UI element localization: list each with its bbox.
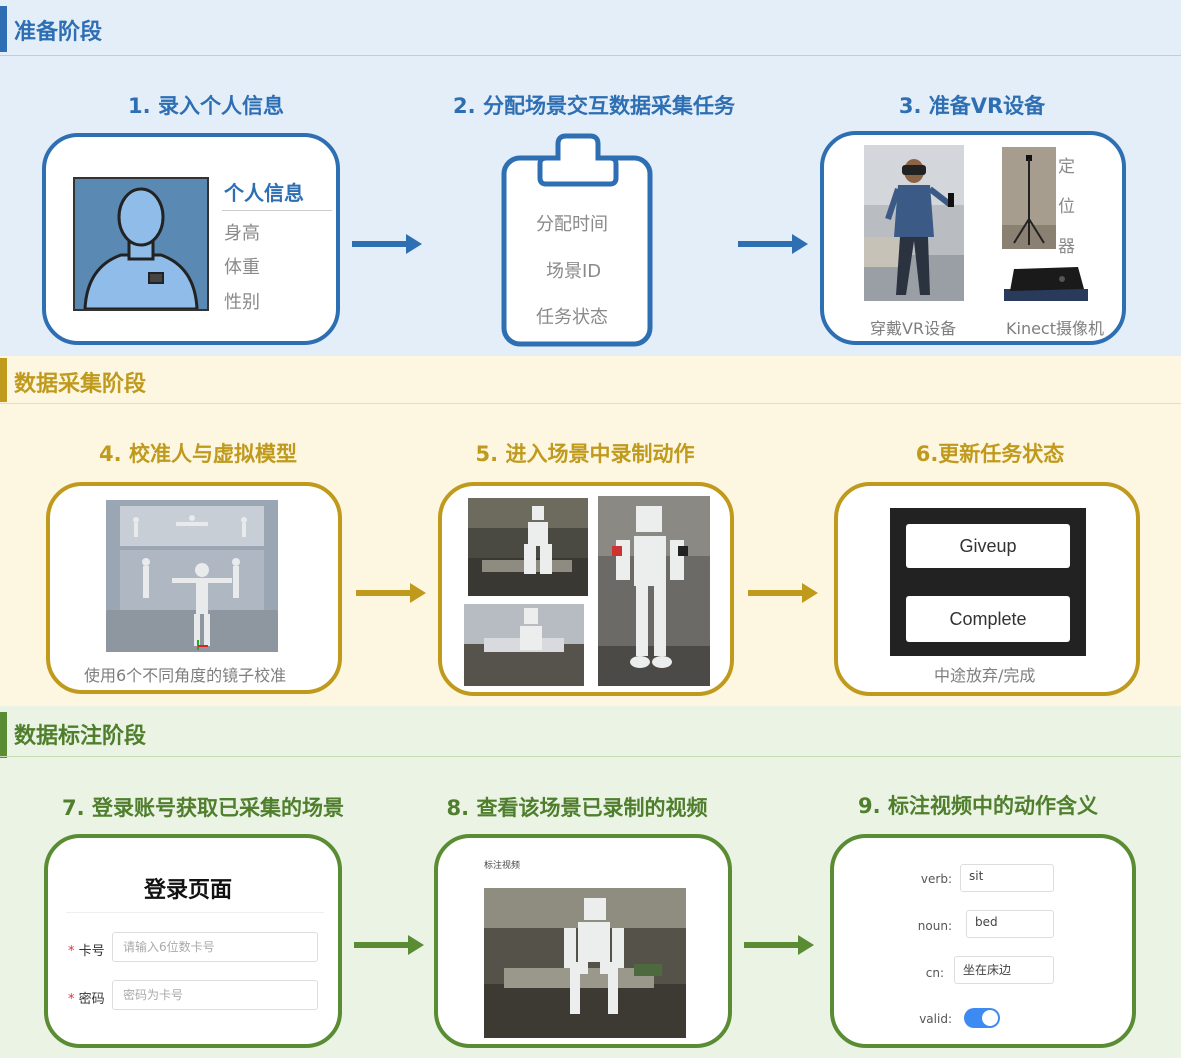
status-panel: Giveup Complete <box>890 508 1086 656</box>
clipboard-icon <box>500 132 656 348</box>
divider <box>0 55 1181 56</box>
step-card-login: 登录页面 * 卡号 请输入6位数卡号 * 密码 密码为卡号 <box>44 834 342 1048</box>
giveup-button[interactable]: Giveup <box>906 524 1070 568</box>
caption-calibration: 使用6个不同角度的镜子校准 <box>84 666 287 685</box>
stage-accent-bar <box>0 6 7 52</box>
recorded-video-frame[interactable] <box>484 888 686 1038</box>
recording-frame-image <box>598 496 710 686</box>
noun-input[interactable]: bed <box>966 910 1054 938</box>
step-title: 8. 查看该场景已录制的视频 <box>446 796 708 820</box>
password-label: * 密码 <box>68 992 105 1007</box>
arrow-right-icon <box>738 234 808 254</box>
arrow-right-icon <box>744 935 814 955</box>
card-number-label: * 卡号 <box>68 944 105 959</box>
recording-frame-image <box>468 498 588 596</box>
step-title: 6.更新任务状态 <box>915 442 1065 466</box>
login-title: 登录页面 <box>143 878 232 903</box>
arrow-right-icon <box>748 583 818 603</box>
verb-label: verb: <box>920 872 952 886</box>
step-title: 4. 校准人与虚拟模型 <box>99 442 297 466</box>
password-input[interactable]: 密码为卡号 <box>112 980 318 1010</box>
video-panel-title: 标注视频 <box>484 861 521 871</box>
stage-title: 数据采集阶段 <box>14 372 147 397</box>
recording-frame-image <box>464 604 584 686</box>
noun-label: noun: <box>917 919 952 933</box>
step-title: 5. 进入场景中录制动作 <box>475 442 695 466</box>
caption-status: 中途放弃/完成 <box>934 666 1036 685</box>
info-item-gender: 性别 <box>224 292 260 313</box>
annotation-form: verb: sit noun: bed cn: 坐在床边 valid: <box>914 854 1054 1038</box>
info-item-height: 身高 <box>224 223 260 244</box>
stage-header: 数据采集阶段 <box>0 356 1181 404</box>
person-avatar-icon <box>73 177 209 311</box>
step-card-annotate: verb: sit noun: bed cn: 坐在床边 valid: <box>830 834 1136 1048</box>
step-card-update-status: Giveup Complete 中途放弃/完成 <box>834 482 1140 696</box>
stage-preparation: 准备阶段 1. 录入个人信息 个人信息 身高 体重 性别 2. 分配场景交互数据… <box>0 0 1181 356</box>
arrow-right-icon <box>354 935 424 955</box>
valid-label: valid: <box>919 1012 952 1026</box>
step-title: 1. 录入个人信息 <box>128 94 284 118</box>
step-title: 7. 登录账号获取已采集的场景 <box>62 796 344 820</box>
kinect-camera-photo <box>996 259 1094 301</box>
caption-wear-vr: 穿戴VR设备 <box>870 319 957 338</box>
info-item-weight: 体重 <box>224 257 260 278</box>
step-card-personal-info: 个人信息 身高 体重 性别 <box>42 133 340 345</box>
step-title: 3. 准备VR设备 <box>898 94 1046 118</box>
cn-label: cn: <box>925 966 944 980</box>
task-field-status: 任务状态 <box>536 307 608 328</box>
valid-toggle[interactable] <box>964 1008 1000 1028</box>
stage-accent-bar <box>0 712 7 758</box>
tracker-label: 定 位 器 <box>1058 157 1075 257</box>
stage-header: 准备阶段 <box>0 0 1181 56</box>
step-card-vr-devices: 定 位 器 穿戴VR设备 Kinect摄像机 <box>820 131 1126 345</box>
step-title: 9. 标注视频中的动作含义 <box>858 794 1098 818</box>
step-title: 2. 分配场景交互数据采集任务 <box>453 94 735 118</box>
video-panel: 标注视频 <box>480 854 686 1038</box>
vr-user-photo <box>864 145 964 301</box>
cn-input[interactable]: 坐在床边 <box>954 956 1054 984</box>
login-panel: 登录页面 * 卡号 请输入6位数卡号 * 密码 密码为卡号 <box>66 860 324 1018</box>
card-number-input[interactable]: 请输入6位数卡号 <box>112 932 318 962</box>
divider <box>222 210 332 211</box>
stage-accent-bar <box>0 358 7 402</box>
calibration-scene-image <box>106 500 278 652</box>
info-title: 个人信息 <box>224 181 304 205</box>
arrow-right-icon <box>356 583 426 603</box>
stage-header: 数据标注阶段 <box>0 706 1181 762</box>
task-field-time: 分配时间 <box>536 214 608 235</box>
stage-title: 数据标注阶段 <box>14 724 147 749</box>
tracker-stand-photo <box>1002 147 1056 249</box>
verb-input[interactable]: sit <box>960 864 1054 892</box>
stage-data-annotation: 数据标注阶段 7. 登录账号获取已采集的场景 登录页面 * 卡号 请输入6位数卡… <box>0 706 1181 1058</box>
divider <box>0 403 1181 404</box>
step-card-view-video: 标注视频 <box>434 834 732 1048</box>
task-field-scene-id: 场景ID <box>546 261 602 282</box>
divider <box>0 756 1181 757</box>
arrow-right-icon <box>352 234 422 254</box>
step-card-recording <box>438 482 734 696</box>
caption-kinect: Kinect摄像机 <box>1006 319 1104 338</box>
complete-button[interactable]: Complete <box>906 596 1070 642</box>
divider <box>66 912 324 913</box>
step-card-calibration: 使用6个不同角度的镜子校准 <box>46 482 342 694</box>
stage-data-collection: 数据采集阶段 4. 校准人与虚拟模型 <box>0 356 1181 706</box>
stage-title: 准备阶段 <box>14 20 103 45</box>
